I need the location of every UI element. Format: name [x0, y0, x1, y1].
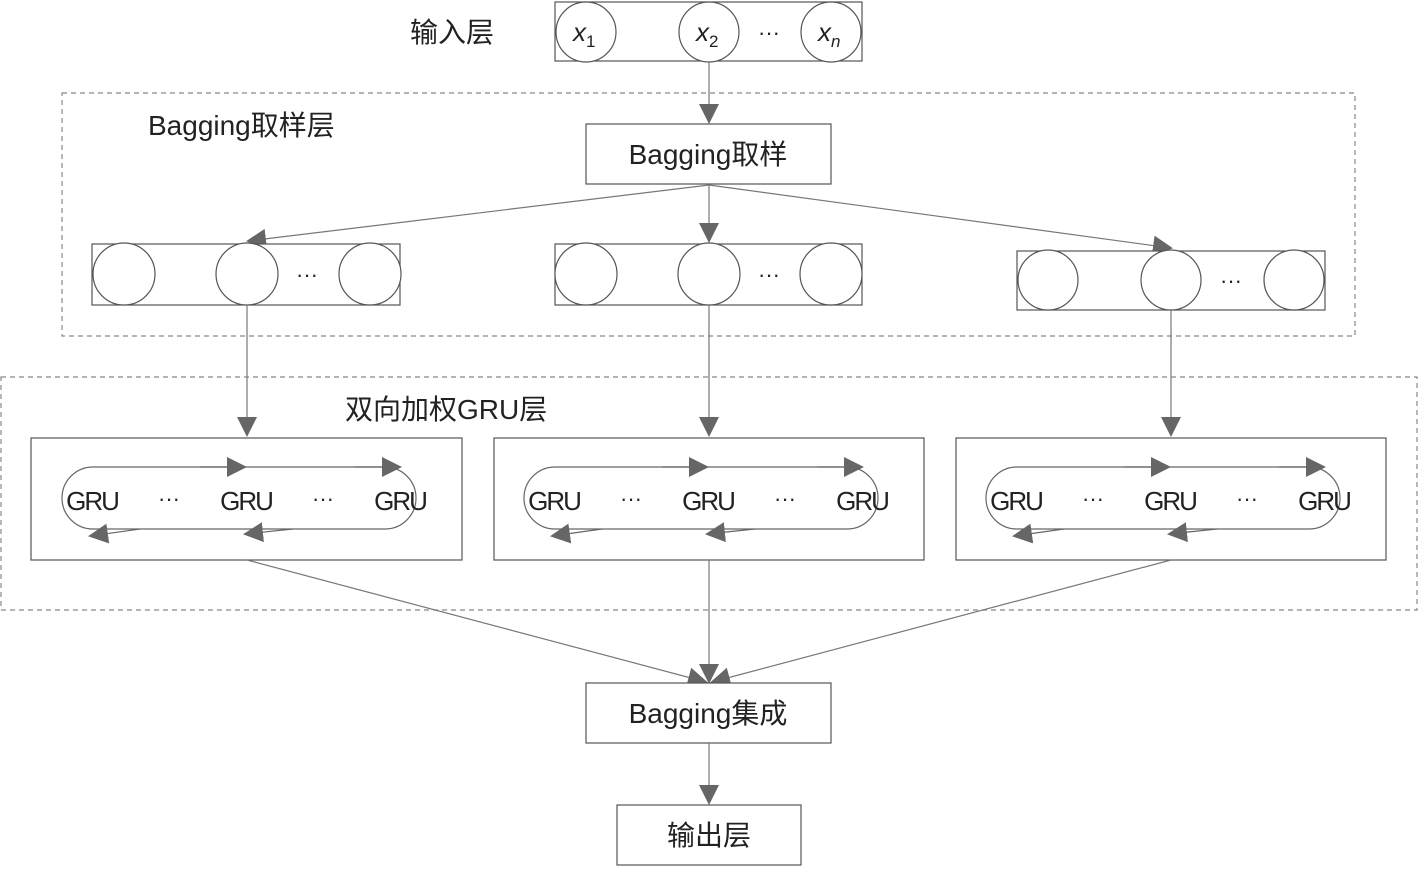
subset-3-ellipsis: ··· [1220, 268, 1242, 293]
input-ellipsis: ··· [758, 20, 780, 45]
subset-1-node-3 [338, 242, 402, 306]
gru-block-3-cell-2: GRU [1144, 486, 1196, 516]
arrow-gru-1-to-ensemble [246, 559, 708, 688]
gru-block-2-cells: GRU GRU GRU ··· ··· [523, 457, 890, 544]
arrow-sampling-to-subset-3 [708, 184, 1173, 256]
input-node-x1 [555, 1, 617, 63]
gru-block-2-cell-1: GRU [528, 486, 580, 516]
gru-block-2-ellipsis-1: ··· [620, 486, 642, 511]
gru-block-1-cell-2: GRU [220, 486, 272, 516]
gru-block-1-backward-arrow-2 [88, 523, 141, 544]
subset-2-node-2 [677, 242, 741, 306]
bagging-ensemble-box [585, 682, 832, 744]
gru-block-2-cell-3: GRU [836, 486, 888, 516]
gru-layer-region [0, 376, 1418, 611]
gru-block-1-cells: GRU GRU GRU ··· ··· [61, 457, 428, 544]
arrow-sampling-to-subset-1 [246, 184, 710, 249]
arrow-gru-3-to-ensemble [710, 559, 1172, 688]
gru-block-1-recurrent-loop [61, 466, 417, 530]
subset-3-node-3 [1263, 249, 1325, 311]
output-layer-label: 输出层 [667, 820, 751, 851]
gru-block-2-backward-arrow-1 [705, 522, 756, 543]
subset-1-node-1 [92, 242, 156, 306]
gru-block-1-backward-arrow-1 [243, 522, 294, 543]
gru-block-1-cell-1: GRU [66, 486, 118, 516]
gru-block-3-ellipsis-1: ··· [1082, 486, 1104, 511]
gru-layer-label: 双向加权GRU层 [345, 394, 547, 425]
gru-block-1-ellipsis-2: ··· [312, 486, 334, 511]
gru-block-3-ellipsis-2: ··· [1236, 486, 1258, 511]
gru-block-3-cells: GRU GRU GRU ··· ··· [985, 457, 1352, 544]
input-var-xn: xn [816, 17, 840, 51]
gru-block-2-backward-arrow-2 [550, 523, 603, 544]
bagging-sampling-box [585, 123, 832, 185]
output-layer-box [616, 804, 802, 866]
subset-2-ellipsis: ··· [758, 262, 780, 287]
gru-block-3-recurrent-loop [985, 466, 1341, 530]
subset-1-ellipsis: ··· [296, 262, 318, 287]
gru-block-2-cell-2: GRU [682, 486, 734, 516]
gru-block-1-cell-3: GRU [374, 486, 426, 516]
input-node-xn [800, 1, 862, 63]
bagging-ensemble-label: Bagging集成 [629, 698, 788, 729]
subset-3-node-1 [1017, 249, 1079, 311]
gru-block-2-ellipsis-2: ··· [774, 486, 796, 511]
subset-2-node-3 [799, 242, 863, 306]
input-var-x1: x1 [571, 17, 595, 51]
subset-1-node-2 [215, 242, 279, 306]
gru-block-3-backward-arrow-1 [1167, 522, 1218, 543]
gru-block-3-backward-arrow-2 [1012, 523, 1065, 544]
input-layer-label: 输入层 [410, 17, 494, 48]
subset-3-node-2 [1140, 249, 1202, 311]
gru-block-1-ellipsis-1: ··· [158, 486, 180, 511]
gru-block-2-recurrent-loop [523, 466, 879, 530]
bagging-sampling-label: Bagging取样 [629, 139, 788, 170]
gru-block-3-cell-3: GRU [1298, 486, 1350, 516]
input-var-x2: x2 [694, 17, 718, 51]
bagging-layer-label: Bagging取样层 [148, 110, 335, 141]
gru-block-3-cell-1: GRU [990, 486, 1042, 516]
subset-2-node-1 [554, 242, 618, 306]
